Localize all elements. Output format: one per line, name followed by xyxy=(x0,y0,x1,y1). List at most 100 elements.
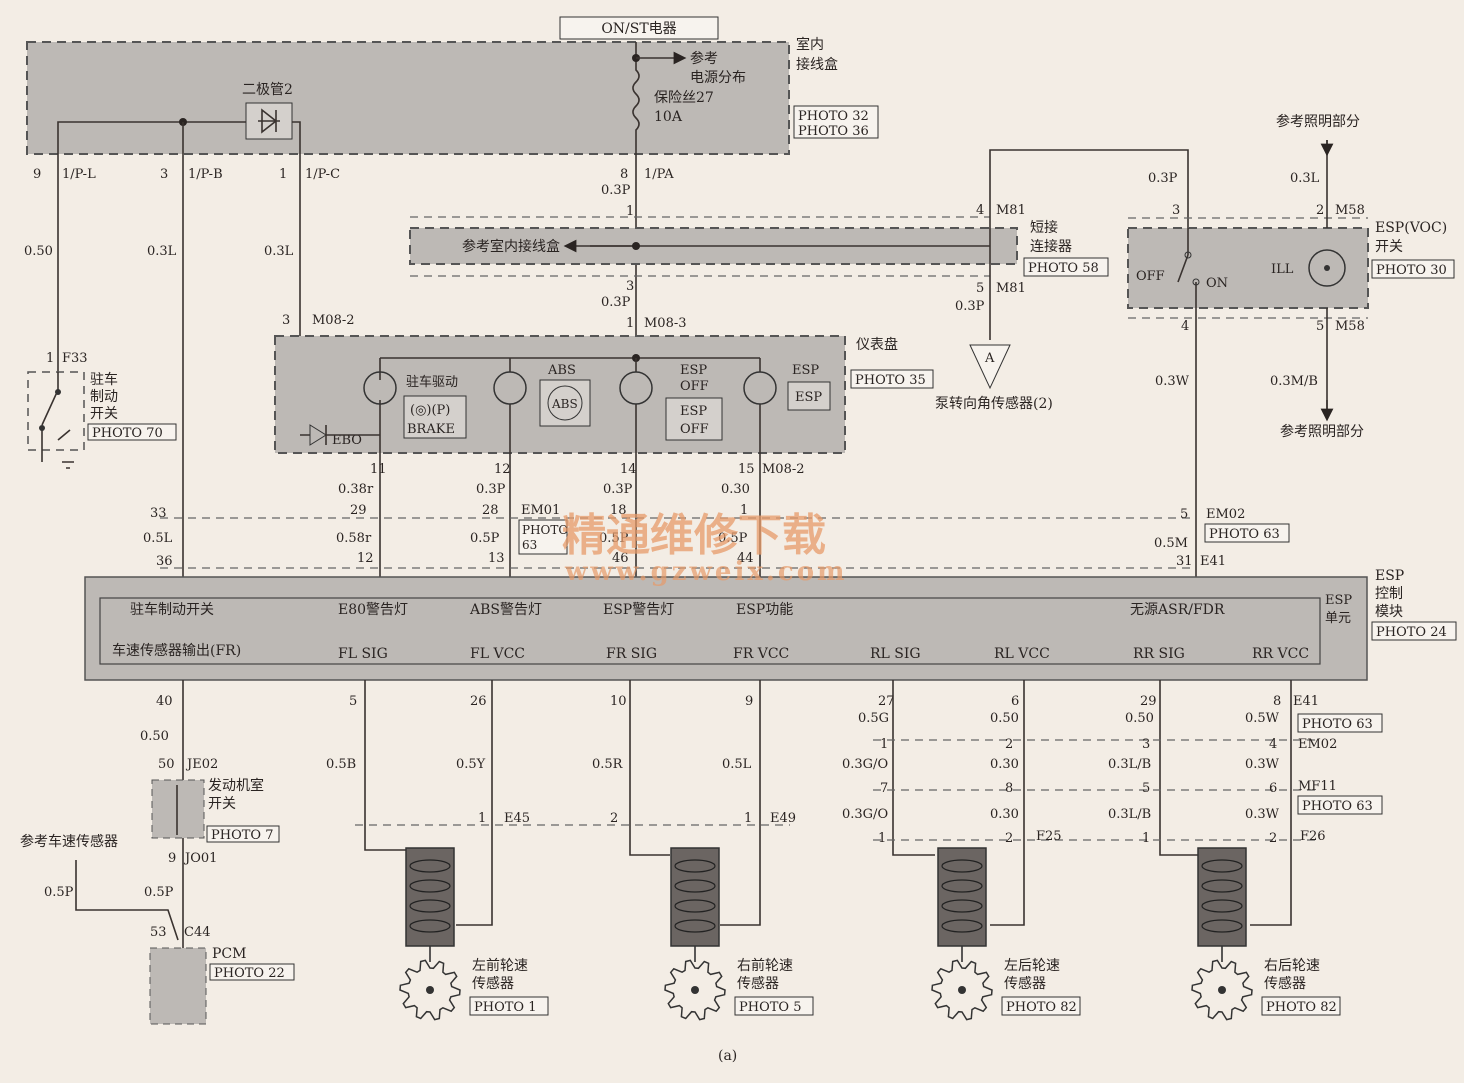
lw-5: 0.5L xyxy=(722,757,752,772)
mf11-w2: 0.30 xyxy=(990,807,1019,822)
esp-switch-photo: PHOTO 30 xyxy=(1371,259,1455,279)
short-conn-top: M81 xyxy=(996,203,1026,218)
lower-wire-labels: 0.50 0.5B 0.5Y 0.5R 0.5L 0.5G 0.50 0.50 … xyxy=(140,711,1383,846)
esp-module-photo-text: PHOTO 24 xyxy=(1376,625,1447,640)
steer-symbol: A xyxy=(984,351,995,366)
lamp-label-abs: ABS xyxy=(547,363,576,378)
lw-9: 0.5W xyxy=(1245,711,1280,726)
mf11-photo-text: PHOTO 63 xyxy=(1302,799,1373,814)
caption: (a) xyxy=(718,1048,737,1064)
em02-top-photo-text: PHOTO 63 xyxy=(1209,527,1280,542)
esp-conn-bot: M58 xyxy=(1335,319,1365,334)
e41-conn: E41 xyxy=(1200,554,1226,569)
mid-bot-46: 46 xyxy=(612,551,629,566)
ref-indoor-box: 参考室内接线盒 1 3 0.3P 1 M08-3 xyxy=(409,204,1018,331)
cluster-title: 仪表盘 xyxy=(856,336,898,353)
mid-top-29: 29 xyxy=(350,503,367,518)
mod-bot-label-5: FR VCC xyxy=(733,646,789,662)
esp-pin-3: 3 xyxy=(1172,203,1180,218)
bpin-8: 8 xyxy=(1273,694,1281,709)
indoor-junction-box: 室内 接线盒 PHOTO 32 PHOTO 36 二极管2 参考 电源分布 保险… xyxy=(26,36,879,165)
jo01-conn: JO01 xyxy=(183,851,217,866)
esp-switch-title-2: 开关 xyxy=(1375,239,1403,255)
esp-control-module: 驻车制动开关 E80警告灯 ABS警告灯 ESP警告灯 ESP功能 无源ASR/… xyxy=(84,568,1457,681)
top-wire-2: 0.3L xyxy=(147,244,177,259)
top-pins: 9 1/P-L 3 1/P-B 1 1/P-C 8 1/PA 0.50 0.3L… xyxy=(24,167,674,259)
e45-pin: 1 xyxy=(478,811,486,826)
pcm-title: PCM xyxy=(212,946,246,962)
mod-bot-label-9: RR VCC xyxy=(1252,646,1309,662)
esp-ill-label: ILL xyxy=(1271,262,1294,277)
esp-switch: OFF ON ILL 3 2 M58 4 5 M58 0.3P 0.3L 0.3… xyxy=(1127,113,1455,600)
wire-03p-a: 0.3P xyxy=(601,295,631,310)
mid-wire-5: 0.5P xyxy=(718,531,748,546)
wheel-sensor-name: 传感器 xyxy=(737,975,779,992)
wheel-sensor-name: 右后轮速 xyxy=(1264,958,1320,974)
top-pin-2: 3 xyxy=(160,167,168,182)
lamp-box-esp: ESP xyxy=(795,390,822,405)
e41-pin: 31 xyxy=(1176,554,1193,569)
wheel-sensor-name: 传感器 xyxy=(472,975,514,992)
indoor-photo-2: PHOTO 36 xyxy=(798,124,869,139)
pcm-photo-text: PHOTO 22 xyxy=(214,966,285,981)
e49-pin: 1 xyxy=(744,811,752,826)
esp-off-label: OFF xyxy=(1136,269,1165,284)
em02-conn: EM02 xyxy=(1298,737,1337,752)
ill-lamp-icon xyxy=(1308,249,1346,287)
lw-2: 0.5B xyxy=(326,757,356,772)
mf11-w3: 0.3L/B xyxy=(1108,807,1151,822)
cluster-wire-3: 0.3P xyxy=(603,482,633,497)
mid-connector-row: 33 0.5L 36 29 0.58r 12 28 0.5P 13 18 0.5… xyxy=(143,503,1290,569)
lw-1: 0.50 xyxy=(140,729,169,744)
em01-conn: EM01 xyxy=(521,503,560,518)
on-st-label: ON/ST电器 xyxy=(559,16,719,40)
mf11-p4: 6 xyxy=(1269,781,1277,796)
cluster-conn-bot: M08-2 xyxy=(762,462,805,477)
wheel-sensor-name: 右前轮速 xyxy=(737,957,793,974)
switch-icon xyxy=(41,372,74,469)
pin-3-a: 3 xyxy=(626,279,634,294)
mod-bot-label-7: RL VCC xyxy=(994,646,1050,662)
parking-title-1: 驻车 xyxy=(90,371,118,388)
mid-bot-44: 44 xyxy=(737,551,754,566)
pcm-wire: 0.5P xyxy=(44,885,74,900)
cluster-photo: PHOTO 35 xyxy=(850,369,934,389)
parking-brake-switch: 1 F33 驻车 制动 开关 PHOTO 70 xyxy=(27,351,177,469)
bpin-40: 40 xyxy=(156,694,173,709)
top-conn-2: 1/P-B xyxy=(188,167,223,182)
esp-off-lamp-icon xyxy=(619,371,653,405)
lamp-label-espoff-1: ESP xyxy=(680,363,707,378)
indoor-box-photo: PHOTO 32 PHOTO 36 xyxy=(793,105,879,139)
mod-top-label-6: 无源ASR/FDR xyxy=(1130,602,1225,618)
cluster-pin-14: 14 xyxy=(620,462,637,477)
front-pin-2: 2 xyxy=(610,811,618,826)
esp-switch-title-1: ESP(VOC) xyxy=(1375,220,1447,236)
mod-bot-label-1: 车速传感器输出(FR) xyxy=(112,642,241,659)
ref-speed-text: 参考车速传感器 xyxy=(20,833,118,850)
parking-photo-text: PHOTO 70 xyxy=(92,426,163,441)
pin-1-b: 1 xyxy=(626,316,634,331)
top-pin-1: 9 xyxy=(33,167,41,182)
bpin-9: 9 xyxy=(745,694,753,709)
top-pin-3: 1 xyxy=(279,167,287,182)
engine-photo-text: PHOTO 7 xyxy=(211,828,273,843)
lamp-box-espoff-1: ESP xyxy=(680,404,707,419)
cluster-pin-15: 15 xyxy=(738,462,755,477)
wheel-sensor-name: 传感器 xyxy=(1004,975,1046,992)
mod-bot-label-8: RR SIG xyxy=(1133,646,1185,662)
mf11-w4: 0.3W xyxy=(1245,807,1280,822)
esp-conn-top: M58 xyxy=(1335,203,1365,218)
jo01-pin: 9 xyxy=(168,851,176,866)
ref-power-2: 电源分布 xyxy=(690,70,746,86)
f26-p1: 1 xyxy=(1142,831,1150,846)
em02-top-photo: PHOTO 63 xyxy=(1204,523,1290,543)
mod-title-1: ESP xyxy=(1375,568,1404,584)
on-st-text: ON/ST电器 xyxy=(601,21,676,37)
wheel-sensor-photo: PHOTO 5 xyxy=(739,1000,801,1015)
em02-w4: 0.3W xyxy=(1245,757,1280,772)
em02-top-conn: EM02 xyxy=(1206,507,1245,522)
